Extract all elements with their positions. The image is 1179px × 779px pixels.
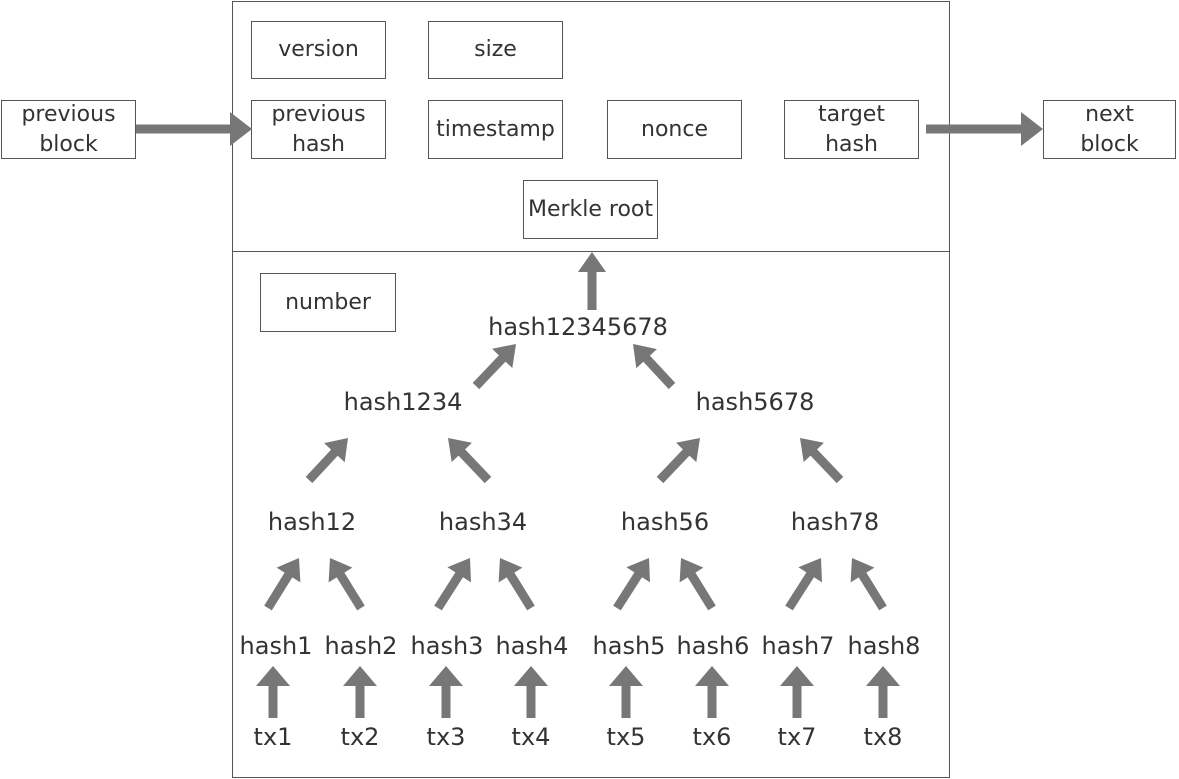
- tree-edge-arrow: [472, 344, 516, 390]
- tx-hash-arrow: [695, 666, 729, 718]
- tree-edge-arrow: [679, 558, 716, 611]
- transaction-label: tx4: [511, 723, 551, 751]
- tx-hash-arrow: [343, 666, 377, 718]
- tree-edge-arrow: [498, 558, 535, 611]
- tx-hash-arrow: [514, 666, 548, 718]
- tree-leaf-label: hash8: [847, 632, 921, 660]
- tx-hash-arrow: [256, 666, 290, 718]
- next-block-arrow: [926, 112, 1043, 146]
- tree-edge-arrow: [633, 344, 676, 390]
- tree-level1-label: hash34: [438, 508, 528, 536]
- tree-edge-arrow: [328, 558, 365, 611]
- tree-leaf-label: hash5: [592, 632, 666, 660]
- merkle-root-arrow: [578, 252, 606, 310]
- tree-level2-label: hash1234: [343, 388, 463, 416]
- previous-hash-field: previous hash: [251, 100, 386, 159]
- tree-leaf-label: hash7: [761, 632, 835, 660]
- tree-edge-arrow: [613, 558, 650, 611]
- transaction-label: tx2: [340, 723, 380, 751]
- version-field: version: [251, 21, 386, 79]
- tx-hash-arrow: [609, 666, 643, 718]
- tree-leaf-label: hash1: [239, 632, 313, 660]
- tx-hash-arrow: [780, 666, 814, 718]
- tree-edge-arrow: [850, 558, 887, 611]
- transaction-label: tx5: [606, 723, 646, 751]
- previous-block-box: previous block: [1, 100, 136, 159]
- transaction-label: tx8: [863, 723, 903, 751]
- tree-leaf-label: hash6: [676, 632, 750, 660]
- tree-edge-arrow: [434, 558, 471, 611]
- tx-hash-arrow: [429, 666, 463, 718]
- tree-leaf-label: hash4: [495, 632, 569, 660]
- tree-level1-label: hash12: [267, 508, 357, 536]
- block-body-frame: [232, 251, 950, 778]
- tree-edge-arrow: [785, 558, 822, 611]
- transaction-label: tx3: [426, 723, 466, 751]
- merkle-root-field: Merkle root: [523, 180, 658, 239]
- tree-level1-label: hash56: [620, 508, 710, 536]
- size-field: size: [428, 21, 563, 79]
- tx-hash-arrow: [866, 666, 900, 718]
- tree-edge-arrow: [448, 438, 492, 484]
- previous-block-arrow: [136, 112, 252, 146]
- tree-edge-arrow: [305, 438, 348, 484]
- tree-level1-label: hash78: [790, 508, 880, 536]
- transaction-label: tx7: [777, 723, 817, 751]
- target-hash-field: target hash: [784, 100, 919, 159]
- transaction-label: tx6: [692, 723, 732, 751]
- tree-root-label: hash12345678: [488, 313, 668, 341]
- nonce-field: nonce: [607, 100, 742, 159]
- tree-leaf-label: hash3: [410, 632, 484, 660]
- transaction-label: tx1: [253, 723, 293, 751]
- tree-edge-arrow: [800, 438, 844, 484]
- tree-level2-label: hash5678: [695, 388, 815, 416]
- tree-leaf-label: hash2: [324, 632, 398, 660]
- next-block-box: next block: [1043, 100, 1176, 159]
- tree-edge-arrow: [656, 438, 700, 484]
- timestamp-field: timestamp: [428, 100, 563, 159]
- tree-edge-arrow: [264, 558, 301, 611]
- number-field: number: [260, 273, 396, 332]
